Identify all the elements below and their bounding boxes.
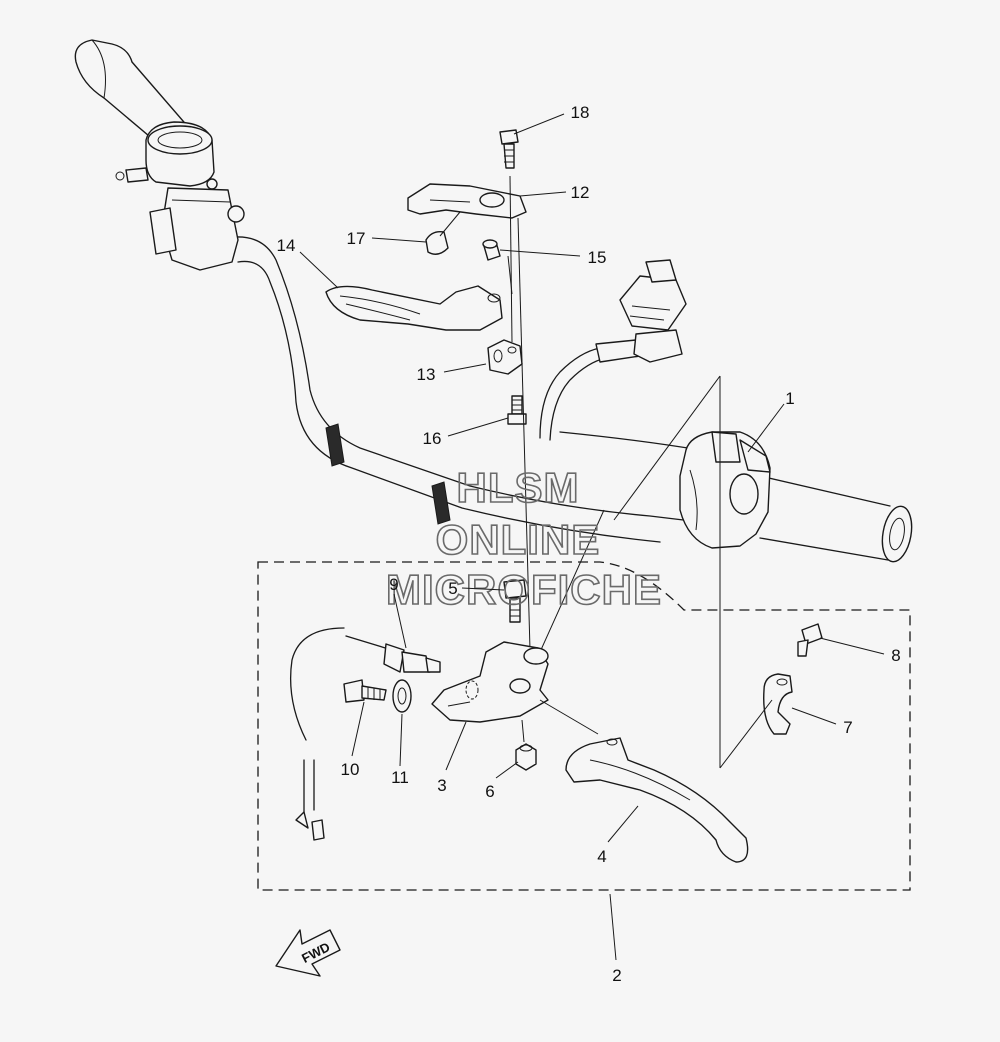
clutch-lever-4 [565,737,749,863]
watermark-line-3: MICROFICHE [386,566,662,613]
lever-clamp-7 [763,673,793,735]
clutch-assembly [289,579,823,863]
bolt-18 [499,129,519,169]
callout-13: 13 [417,365,436,384]
watermark-line-2: ONLINE [436,516,601,563]
hot-start-lever-14 [325,285,503,331]
callout-3: 3 [437,776,446,795]
knob-17 [425,211,461,255]
callout-12: 12 [571,183,590,202]
locknut-11 [392,679,412,713]
callout-5: 5 [448,579,457,598]
adjuster-screw-10 [343,679,387,703]
knurl-rings [325,423,451,525]
fwd-arrow-icon: FWD [275,929,341,977]
callout-7: 7 [843,718,852,737]
callout-14: 14 [277,236,296,255]
bolt-16 [507,395,527,425]
cable-end [295,759,325,841]
nut-6 [515,743,537,771]
callout-1: 1 [785,389,794,408]
plate-13 [487,339,523,375]
callout-4: 4 [597,847,606,866]
callout-2: 2 [612,966,621,985]
bolt-5 [503,579,527,623]
handlebar-switch [539,259,771,768]
callout-10: 10 [341,760,360,779]
callout-18: 18 [571,103,590,122]
master-cylinder [115,121,245,271]
callout-11: 11 [391,768,409,787]
leader-lines [299,113,885,961]
cable-adjuster-9 [289,627,441,741]
watermark-line-1: HLSM [457,464,580,511]
collar-15 [482,239,501,261]
lever-holder-3 [431,641,549,723]
callout-6: 6 [485,782,494,801]
watermark: HLSM ONLINE MICROFICHE [385,463,662,614]
bracket-12 [407,183,527,219]
callout-8: 8 [891,646,900,665]
callout-16: 16 [423,429,442,448]
clamp-bolt-8 [797,623,823,657]
callout-9: 9 [389,575,398,594]
callout-numbers: 1 2 3 4 5 6 7 8 9 10 11 12 13 14 15 16 1… [277,103,901,985]
callout-15: 15 [588,248,607,267]
callout-17: 17 [347,229,366,248]
hot-start-assembly [325,129,531,651]
